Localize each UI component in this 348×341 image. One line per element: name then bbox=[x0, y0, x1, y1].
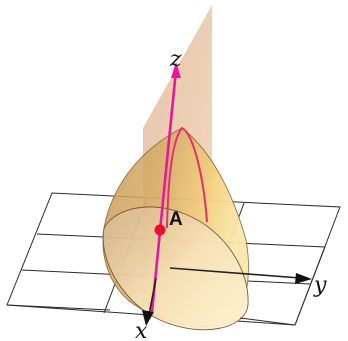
x-axis-label: x bbox=[135, 319, 148, 341]
point-a-label: A bbox=[169, 209, 183, 230]
z-axis-label: z bbox=[169, 47, 182, 72]
x-axis bbox=[142, 277, 157, 326]
y-axis-label: y bbox=[313, 273, 327, 298]
y-axis bbox=[169, 267, 312, 284]
xy-plane-grid-front bbox=[6, 246, 326, 326]
point-a bbox=[154, 224, 166, 236]
intersection-curve bbox=[166, 126, 208, 229]
z-axis bbox=[150, 62, 181, 313]
